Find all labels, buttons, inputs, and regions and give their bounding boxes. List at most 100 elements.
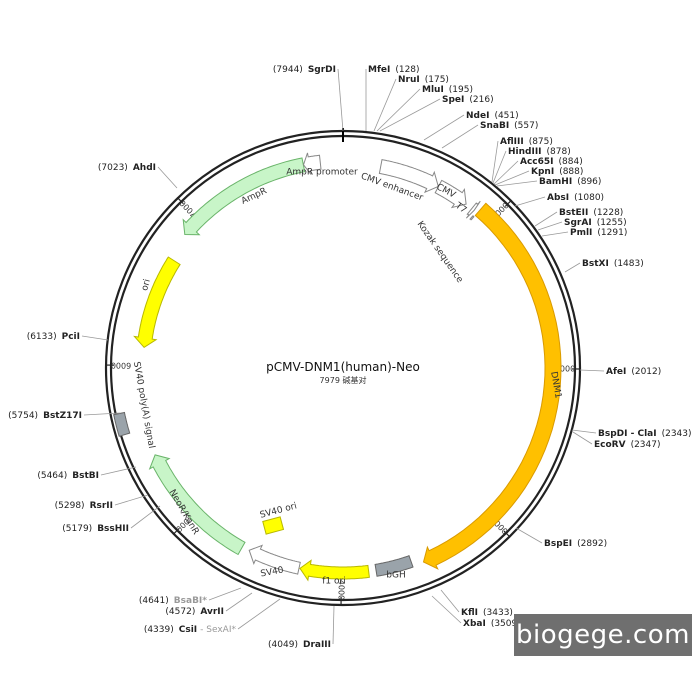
feature-label: AmpR promoter xyxy=(286,168,358,178)
site-leader xyxy=(83,412,121,416)
site-enzyme: Acc65I xyxy=(520,157,554,167)
restriction-site: MfeI(128) xyxy=(368,65,420,75)
site-enzyme: RsrII xyxy=(90,501,113,511)
restriction-site: NruI (175) xyxy=(398,75,449,85)
site-position: (4049) xyxy=(268,640,298,650)
tick-3000 xyxy=(503,530,511,538)
restriction-site: (6133)PciI xyxy=(27,332,80,342)
site-leader xyxy=(493,160,519,185)
site-leader xyxy=(441,124,479,149)
site-position: (216) xyxy=(469,95,493,105)
site-leader xyxy=(514,196,546,207)
site-position: (1483) xyxy=(614,259,644,269)
site-leader xyxy=(491,140,499,183)
feature-neor-kanr xyxy=(148,454,246,556)
feature-bgh xyxy=(374,555,414,577)
site-position: (2012) xyxy=(631,367,661,377)
restriction-site: BstEII(1228) xyxy=(559,208,623,218)
site-position: (3509) xyxy=(491,619,521,629)
feature-label: f1 ori xyxy=(322,577,345,587)
restriction-site: (5754) BstZ17I xyxy=(8,411,82,421)
restriction-site: HindIII (878) xyxy=(508,147,571,157)
site-enzyme: BssHII xyxy=(97,524,129,534)
site-enzyme: MluI xyxy=(422,85,444,95)
site-enzyme: BspEI xyxy=(544,539,572,549)
restriction-site: (7023)AhdI xyxy=(98,163,156,173)
site-position: (896) xyxy=(577,177,601,187)
site-position: (875) xyxy=(529,137,553,147)
site-enzyme: SgrDI xyxy=(308,65,336,75)
site-leader xyxy=(157,166,178,189)
site-enzyme: XbaI xyxy=(463,619,486,629)
site-leader xyxy=(564,262,581,273)
site-enzyme: BstBI xyxy=(72,471,99,481)
site-leader xyxy=(515,527,543,544)
restriction-site: BspDI - ClaI (2343) xyxy=(598,429,692,439)
site-extra: - SexAI* xyxy=(200,625,236,635)
site-position: (4339) xyxy=(144,625,174,635)
site-enzyme: MfeI xyxy=(368,65,390,75)
restriction-site: (4049)DraIII xyxy=(268,640,331,650)
tick-label: 2000 xyxy=(555,364,575,373)
site-position: (2892) xyxy=(577,539,607,549)
site-leader xyxy=(423,114,465,141)
feature-arrows xyxy=(113,152,562,582)
feature-kozak-sequence xyxy=(469,215,475,221)
site-position: (557) xyxy=(514,121,538,131)
feature-label: SV40 xyxy=(260,565,285,579)
site-enzyme: HindIII xyxy=(508,147,542,157)
site-enzyme: AflIII xyxy=(500,137,524,147)
site-leader xyxy=(571,429,597,434)
plasmid-size: 7979 碱基对 xyxy=(320,375,367,385)
site-enzyme: BsaBI* xyxy=(174,596,207,606)
site-position: (2343) xyxy=(662,429,692,439)
site-enzyme: NdeI xyxy=(466,111,489,121)
site-leader xyxy=(537,221,563,231)
feature-label: ori xyxy=(140,278,153,292)
site-leader xyxy=(431,595,462,624)
tick-label: 6000 xyxy=(111,361,131,370)
restriction-site: AfeI(2012) xyxy=(606,367,661,377)
restriction-site: Acc65I(884) xyxy=(520,157,583,167)
site-enzyme: KflI xyxy=(461,608,478,618)
site-leader xyxy=(332,605,335,645)
site-enzyme: BstZ17I xyxy=(43,411,82,421)
site-enzyme: NruI xyxy=(398,75,420,85)
site-enzyme: PmlI xyxy=(570,228,592,238)
site-position: (888) xyxy=(559,167,583,177)
site-leader xyxy=(114,494,149,506)
site-position: (175) xyxy=(425,75,449,85)
site-enzyme: AvrII xyxy=(200,607,224,617)
site-leader xyxy=(376,88,421,132)
site-leader xyxy=(130,505,161,529)
restriction-site: PmlI (1291) xyxy=(570,228,627,238)
site-enzyme: BspDI - ClaI xyxy=(598,429,657,439)
feature-ori xyxy=(133,256,181,349)
restriction-site: MluI(195) xyxy=(422,85,473,95)
restriction-site: (4641)BsaBI* xyxy=(139,596,207,606)
site-leader xyxy=(440,589,460,613)
feature-sv40-ori-box xyxy=(262,516,285,535)
site-enzyme: SpeI xyxy=(442,95,464,105)
site-leader xyxy=(492,150,507,184)
restriction-site: AflIII (875) xyxy=(500,137,553,147)
site-leader xyxy=(534,211,558,227)
site-leader xyxy=(494,170,530,186)
restriction-site: EcoRV(2347) xyxy=(594,440,661,450)
site-leader xyxy=(572,431,593,445)
feature-label: SV40 poly(A) signal xyxy=(131,361,156,449)
site-enzyme: SgrAI xyxy=(564,218,592,228)
site-leader xyxy=(81,335,109,341)
site-position: (878) xyxy=(547,147,571,157)
site-leader xyxy=(225,592,253,612)
feature-sv40 xyxy=(248,544,301,575)
site-position: (1291) xyxy=(597,228,627,238)
site-position: (5754) xyxy=(8,411,38,421)
site-enzyme: AhdI xyxy=(133,163,156,173)
site-enzyme: CsiI xyxy=(179,625,197,635)
site-position: (5179) xyxy=(62,524,92,534)
restriction-site: (4572)AvrII xyxy=(165,607,224,617)
site-enzyme: PciI xyxy=(62,332,80,342)
site-position: (5464) xyxy=(37,471,67,481)
